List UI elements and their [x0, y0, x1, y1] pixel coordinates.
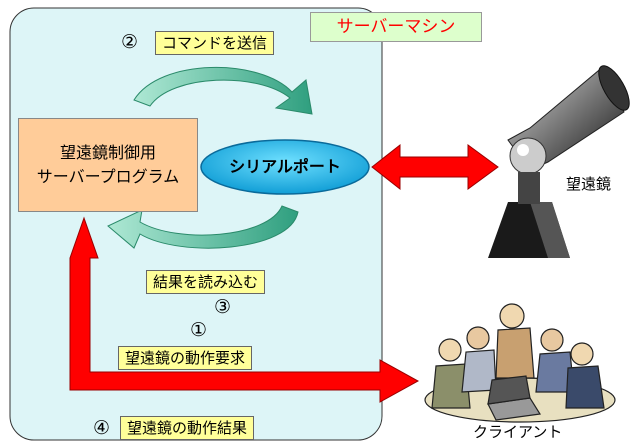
telescope-label: 望遠鏡 [566, 175, 612, 193]
program-box-line2: サーバープログラム [36, 167, 180, 186]
send-command-curved-arrow [133, 66, 313, 115]
step-1-number: ① [190, 319, 208, 341]
read-result-curved-arrow [107, 205, 299, 249]
server-machine-panel [9, 7, 383, 441]
client-label: クライアント [473, 423, 563, 441]
serial-telescope-double-arrow [371, 143, 499, 191]
telescope-control-server-program-box: 望遠鏡制御用 サーバープログラム [18, 118, 198, 212]
serial-port-label: シリアルポート [229, 157, 341, 176]
program-box-line1: 望遠鏡制御用 [59, 143, 156, 162]
step-2-number: ② [121, 31, 139, 53]
step-3-read-result-label: 結果を読み込む [146, 270, 266, 294]
step-2-send-command-label: コマンドを送信 [155, 31, 275, 55]
step-3-number: ③ [214, 296, 232, 318]
step-4-number: ④ [93, 417, 111, 439]
serial-port-ellipse [200, 139, 370, 195]
step-1-operation-request-label: 望遠鏡の動作要求 [118, 346, 253, 370]
client-program-l-arrow [69, 216, 420, 403]
step-4-operation-result-label: 望遠鏡の動作結果 [120, 416, 255, 440]
server-machine-label: サーバーマシン [310, 12, 482, 42]
telescope-illustration [488, 65, 630, 258]
client-people-illustration [424, 303, 616, 423]
